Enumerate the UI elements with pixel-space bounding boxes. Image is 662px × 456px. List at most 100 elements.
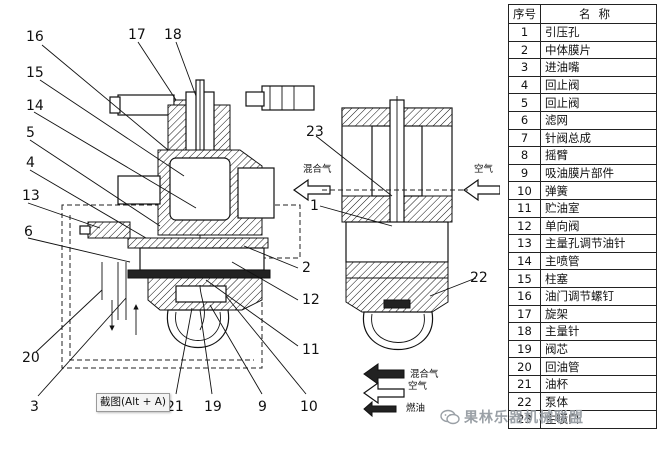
part-name: 主喷口 [540, 410, 657, 429]
part-number: 3 [508, 58, 541, 77]
callout-4: 4 [26, 155, 35, 171]
part-name: 主量针 [540, 322, 657, 341]
part-number: 23 [508, 410, 541, 429]
part-name: 回止阀 [540, 75, 657, 95]
part-number: 10 [508, 181, 541, 200]
part-name: 回油管 [540, 357, 657, 376]
callout-22: 22 [470, 270, 488, 286]
legend-air-label: 空气 [408, 380, 428, 392]
part-number: 16 [508, 286, 541, 306]
part-number: 7 [508, 128, 541, 148]
air-label-right: 空气 [474, 163, 494, 175]
part-name: 阀芯 [540, 339, 657, 359]
mix-label-left: 混合气 [303, 163, 332, 175]
part-number: 21 [508, 374, 541, 394]
watermark-text: 果林乐器机械联盟 [464, 410, 584, 426]
legend-fuel-label: 燃油 [406, 402, 425, 414]
callout-15: 15 [26, 65, 44, 81]
part-name: 柱塞 [540, 269, 657, 288]
callout-1: 1 [310, 198, 319, 214]
part-number: 14 [508, 251, 541, 271]
part-number: 12 [508, 216, 541, 236]
carburetor-diagram: 16 17 18 15 14 5 4 13 6 2 12 11 10 9 19 … [22, 27, 500, 418]
part-name: 滤网 [540, 110, 657, 130]
callout-21: 21 [166, 399, 184, 415]
part-number: 5 [508, 93, 541, 112]
header-no: 序号 [508, 4, 541, 24]
part-name: 贮油室 [540, 198, 657, 218]
part-name: 油杯 [540, 374, 657, 394]
main-section-view [61, 79, 315, 369]
part-number: 2 [508, 40, 541, 60]
part-number: 1 [508, 23, 541, 42]
legend-mix-label: 混合气 [410, 368, 439, 380]
part-name: 主喷管 [540, 251, 657, 271]
side-section-view [292, 96, 500, 351]
part-name: 旋架 [540, 304, 657, 324]
callout-10: 10 [300, 399, 318, 415]
part-name: 回止阀 [540, 93, 657, 112]
callout-11: 11 [302, 342, 320, 358]
callout-17: 17 [128, 27, 146, 43]
flow-labels: 混合气 空气 混合气 空气 燃油 [303, 163, 494, 414]
callout-20: 20 [22, 350, 40, 366]
callout-16: 16 [26, 29, 44, 45]
header-name: 名称 [540, 4, 657, 24]
callout-labels: 16 17 18 15 14 5 4 13 6 2 12 11 10 9 19 … [22, 27, 488, 415]
flow-legend [362, 363, 405, 418]
part-name: 弹簧 [540, 181, 657, 200]
callout-14: 14 [26, 98, 44, 114]
part-number: 20 [508, 357, 541, 376]
watermark: 果林乐器机械联盟 [440, 406, 584, 428]
part-name: 针阀总成 [540, 128, 657, 148]
callout-6: 6 [24, 224, 33, 240]
part-number: 4 [508, 75, 541, 95]
callout-3: 3 [30, 399, 39, 415]
part-number: 6 [508, 110, 541, 130]
callout-2: 2 [302, 260, 311, 276]
part-name: 引压孔 [540, 23, 657, 42]
wechat-icon [440, 409, 460, 425]
part-name: 吸油膜片部件 [540, 163, 657, 183]
part-number: 17 [508, 304, 541, 324]
callout-12: 12 [302, 292, 320, 308]
part-number: 8 [508, 146, 541, 165]
callout-19: 19 [204, 399, 222, 415]
part-number: 15 [508, 269, 541, 288]
callout-9: 9 [258, 399, 267, 415]
callout-5: 5 [26, 125, 35, 141]
part-name: 油门调节螺钉 [540, 286, 657, 306]
part-number: 11 [508, 198, 541, 218]
part-number: 18 [508, 322, 541, 341]
leader-lines [27, 41, 477, 397]
part-number: 9 [508, 163, 541, 183]
callout-18: 18 [164, 27, 182, 43]
part-number: 13 [508, 234, 541, 253]
part-name: 单向阀 [540, 216, 657, 236]
screenshot-tooltip: 截图(Alt + A) [96, 393, 170, 412]
part-name: 进油嘴 [540, 58, 657, 77]
part-name: 摇臂 [540, 146, 657, 165]
callout-23: 23 [306, 124, 324, 140]
